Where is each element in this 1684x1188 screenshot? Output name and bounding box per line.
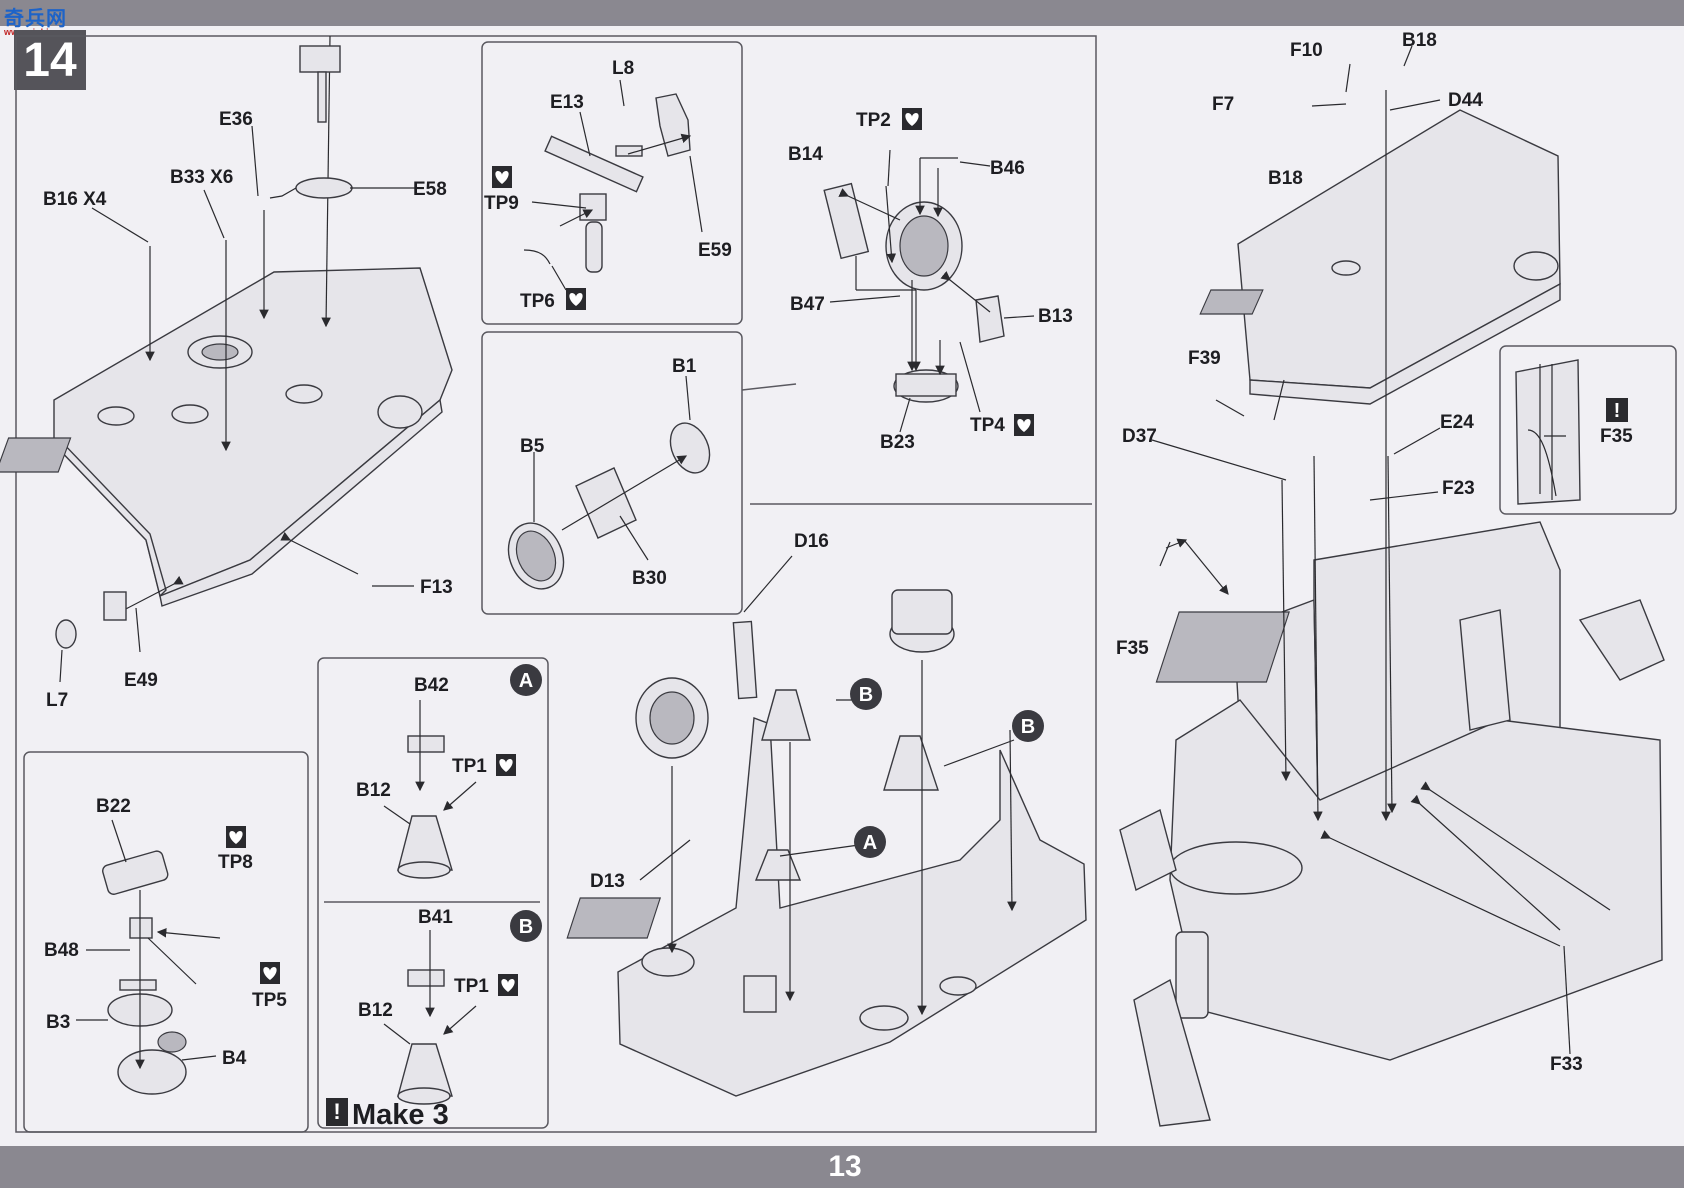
- make-note: ! Make 3: [326, 1098, 449, 1131]
- label-e24: E24: [1440, 412, 1474, 433]
- step-number: 14: [14, 30, 86, 90]
- label-d13: D13: [590, 871, 625, 892]
- f35-warning: !: [1606, 398, 1628, 422]
- label-f39: F39: [1188, 348, 1221, 369]
- label-b3: B3: [46, 1012, 70, 1033]
- cone-assembly-drawing: [383, 700, 477, 1105]
- bottom-bar: [0, 1146, 1684, 1188]
- label-b16-x4: B16 X4: [43, 189, 107, 210]
- label-b4: B4: [222, 1048, 247, 1069]
- label-b14: B14: [788, 144, 823, 165]
- label-b22: B22: [96, 796, 131, 817]
- label-f35-inset: F35: [1600, 426, 1633, 447]
- scope-drawing: [523, 79, 703, 291]
- heart-icon: [492, 166, 512, 188]
- label-d16: D16: [794, 531, 829, 552]
- inset-ab-frame: [317, 657, 549, 1129]
- label-e58: E58: [413, 179, 447, 200]
- light-drawing: [507, 375, 711, 590]
- badge-a-text: A: [519, 670, 533, 692]
- label-tp6: TP6: [520, 291, 555, 312]
- label-b1: B1: [672, 356, 697, 377]
- badge-b-center-1: B: [850, 678, 882, 710]
- badge-b-text: B: [519, 916, 533, 938]
- compass-bridge-drawing: [566, 555, 1087, 1097]
- label-tp5: TP5: [252, 990, 287, 1011]
- label-b12-a: B12: [356, 780, 391, 801]
- searchlight-drawing: [823, 149, 1035, 433]
- label-l8: L8: [612, 58, 634, 79]
- label-l7: L7: [46, 690, 68, 711]
- badge-a-center-text: A: [863, 832, 877, 854]
- label-f13: F13: [420, 577, 453, 598]
- label-e36: E36: [219, 109, 253, 130]
- label-f35: F35: [1116, 638, 1149, 659]
- inset-bino-frame: [23, 751, 309, 1133]
- label-e49: E49: [124, 670, 158, 691]
- inset-f35-frame: [1499, 345, 1677, 515]
- badge-a-center: A: [854, 826, 886, 858]
- badge-b: B: [510, 910, 542, 942]
- top-bar: [0, 0, 1684, 26]
- left-deck-drawing: [0, 35, 453, 683]
- heart-icon: [566, 288, 586, 310]
- label-b5: B5: [520, 436, 545, 457]
- label-e59: E59: [698, 240, 732, 261]
- label-b42: B42: [414, 675, 449, 696]
- warning-icon: [326, 1098, 348, 1126]
- logo-text: 奇兵网: [4, 8, 67, 30]
- heart-icon: [496, 754, 516, 776]
- warning-icon: [1606, 398, 1628, 422]
- label-f10: F10: [1290, 40, 1323, 61]
- label-b23: B23: [880, 432, 915, 453]
- badge-b-center-2-text: B: [1021, 716, 1035, 738]
- label-b18-top: B18: [1402, 30, 1437, 51]
- warning-mark: !: [333, 1099, 340, 1124]
- f35-warning-mark: !: [1614, 400, 1621, 422]
- inset-light-frame: [481, 331, 743, 615]
- label-f33: F33: [1550, 1054, 1583, 1075]
- label-tp1-b: TP1: [454, 976, 489, 997]
- label-tp2: TP2: [856, 110, 891, 131]
- make-3-text: Make 3: [352, 1099, 449, 1131]
- label-e13: E13: [550, 92, 584, 113]
- label-b48: B48: [44, 940, 79, 961]
- main-frame-left: [15, 35, 1097, 1133]
- label-b30: B30: [632, 568, 667, 589]
- label-f23: F23: [1442, 478, 1475, 499]
- badge-b-center-2: B: [1012, 710, 1044, 742]
- label-d37: D37: [1122, 426, 1157, 447]
- label-tp4: TP4: [970, 415, 1005, 436]
- label-b12-b: B12: [358, 1000, 393, 1021]
- outer-frame: [15, 35, 1097, 1133]
- inset-scope-frame: [481, 41, 743, 325]
- heart-icon: [226, 826, 246, 848]
- f35-detail-drawing: [1515, 359, 1581, 505]
- label-b47: B47: [790, 294, 825, 315]
- binocular-drawing: [76, 819, 221, 1095]
- label-f7: F7: [1212, 94, 1234, 115]
- badge-a: A: [510, 664, 542, 696]
- heart-icon: [902, 108, 922, 130]
- label-tp1-a: TP1: [452, 756, 487, 777]
- label-b33-x6: B33 X6: [170, 167, 233, 188]
- label-b18: B18: [1268, 168, 1303, 189]
- page-number: 13: [828, 1150, 862, 1183]
- label-tp8: TP8: [218, 852, 253, 873]
- heart-icon: [260, 962, 280, 984]
- inset-light-pointer: [741, 383, 797, 391]
- heart-icon: [498, 974, 518, 996]
- bridge-tower-drawing: [1119, 45, 1665, 1127]
- label-b41: B41: [418, 907, 453, 928]
- label-d44: D44: [1448, 90, 1483, 111]
- heart-icon: [1014, 414, 1034, 436]
- label-b13: B13: [1038, 306, 1073, 327]
- badge-b-center-1-text: B: [859, 684, 873, 706]
- label-tp9: TP9: [484, 193, 519, 214]
- label-b46: B46: [990, 158, 1025, 179]
